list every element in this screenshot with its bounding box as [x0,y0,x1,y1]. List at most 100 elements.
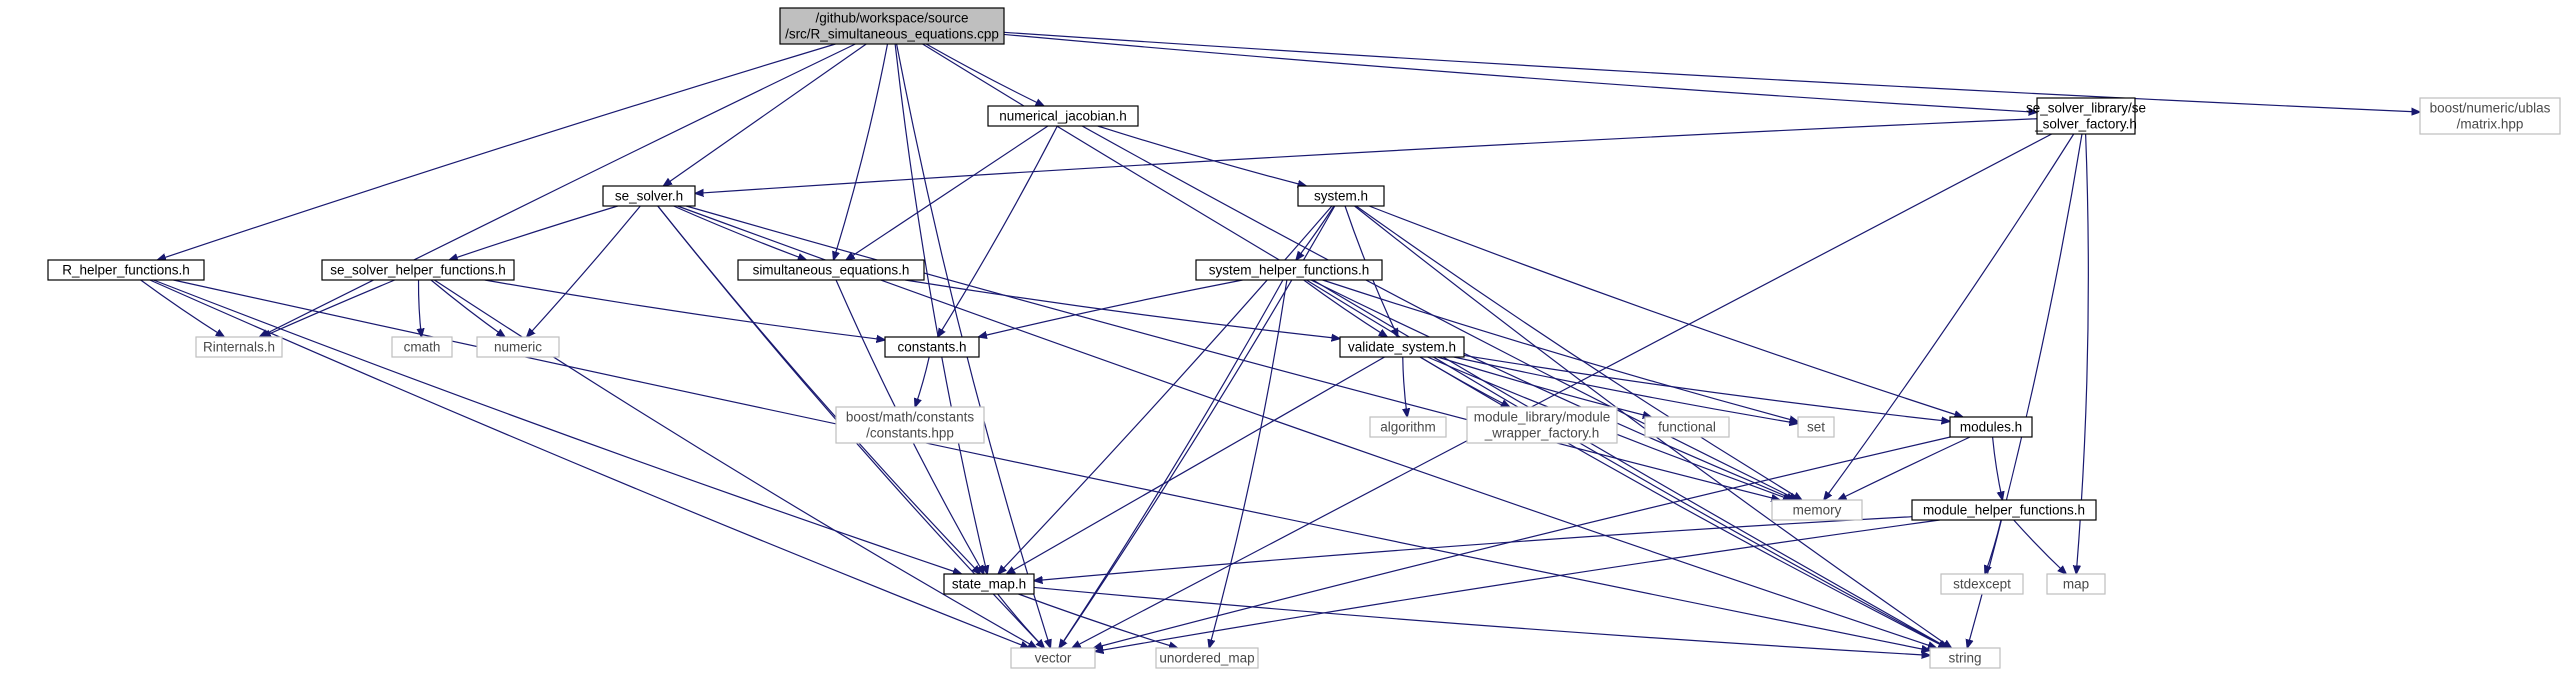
edge-state_map-to-string [1033,586,1930,655]
node-string[interactable]: string [1929,647,2001,669]
node-layer: /github/workspace/source/src/R_simultane… [47,7,2561,669]
node-box [1369,416,1447,438]
node-box [2036,97,2136,135]
edge-se_solver_helper_functions-to-Rinternals [262,279,395,337]
edge-validate_system-to-modules [1463,354,1950,421]
node-label: boost/math/constants [846,410,975,425]
node-box [391,336,453,358]
node-box [1644,416,1730,438]
node-ublas-matrix[interactable]: boost/numeric/ublas/matrix.hpp [2419,97,2561,135]
node-box [1949,416,2033,438]
node-label: system.h [1314,189,1368,204]
edge-root-to-Rinternals [259,43,856,337]
node-label: map [2063,577,2089,592]
node-numeric[interactable]: numeric [476,336,560,358]
node-map[interactable]: map [2046,573,2106,595]
node-label: se_solver.h [615,189,683,204]
edge-system_helper_functions-to-set [1322,279,1798,422]
node-system[interactable]: system.h [1297,185,1385,207]
edge-numerical_jacobian-to-simultaneous_equations [846,125,1049,260]
node-box [1297,185,1385,207]
node-box [476,336,560,358]
node-box [1339,336,1465,358]
edge-se_solver-to-se_solver_helper_functions [449,205,618,260]
edge-se_solver-to-memory [686,205,1780,500]
node-Rinternals[interactable]: Rinternals.h [195,336,283,358]
edge-system-to-modules [1368,205,1963,417]
edge-system_helper_functions-to-vector [1059,279,1284,648]
node-box [737,259,925,281]
edge-system-to-system_helper_functions [1296,205,1335,260]
node-root[interactable]: /github/workspace/source/src/R_simultane… [779,7,1005,45]
node-box [321,259,515,281]
edge-root-to-simultaneous_equations [834,43,889,260]
node-R-helper-functions[interactable]: R_helper_functions.h [47,259,205,281]
edge-state_map-to-vector [997,593,1045,648]
node-memory[interactable]: memory [1771,499,1863,521]
edge-R_helper_functions-to-Rinternals [140,279,225,337]
edge-R_helper_functions-to-state_map [153,279,961,574]
edge-se_solver_factory-to-memory [1824,133,2075,500]
node-label: system_helper_functions.h [1209,263,1370,278]
edge-system_helper_functions-to-constants [978,279,1243,337]
node-label: _solver_factory.h [2034,117,2137,132]
node-simultaneous-equations[interactable]: simultaneous_equations.h [737,259,925,281]
node-set[interactable]: set [1797,416,1835,438]
node-box [1929,647,2001,669]
node-validate-system[interactable]: validate_system.h [1339,336,1465,358]
edge-state_map-to-unordered_map [1018,593,1177,648]
node-label: numerical_jacobian.h [999,109,1127,124]
edge-root-to-numerical_jacobian [925,43,1044,106]
node-module-helper-functions[interactable]: module_helper_functions.h [1911,499,2097,521]
node-label: /constants.hpp [866,426,954,441]
edge-R_helper_functions-to-vector [149,279,1029,648]
node-label: /matrix.hpp [2457,117,2524,132]
node-algorithm[interactable]: algorithm [1369,416,1447,438]
node-label: state_map.h [952,577,1026,592]
edge-module_helper_functions-to-stdexcept [1985,519,2002,574]
node-label: set [1807,420,1825,435]
node-label: functional [1658,420,1716,435]
edge-modules-to-vector [1094,436,1951,648]
node-functional[interactable]: functional [1644,416,1730,438]
node-box [195,336,283,358]
node-box [2046,573,2106,595]
node-numerical-jacobian[interactable]: numerical_jacobian.h [987,105,1139,127]
node-stdexcept[interactable]: stdexcept [1940,573,2024,595]
edge-se_solver_helper_functions-to-cmath [419,279,422,337]
node-label: module_helper_functions.h [1923,503,2085,518]
node-box [47,259,205,281]
node-state-map[interactable]: state_map.h [943,573,1035,595]
node-modules[interactable]: modules.h [1949,416,2033,438]
node-box [1155,647,1259,669]
node-se-solver[interactable]: se_solver.h [602,185,696,207]
node-label: boost/numeric/ublas [2430,101,2551,116]
node-label: algorithm [1380,420,1436,435]
node-se-solver-helper-functions[interactable]: se_solver_helper_functions.h [321,259,515,281]
node-boost-constants[interactable]: boost/math/constants/constants.hpp [835,406,985,444]
node-label: /src/R_simultaneous_equations.cpp [785,27,999,42]
node-vector[interactable]: vector [1010,647,1096,669]
node-constants[interactable]: constants.h [884,336,980,358]
node-box [1911,499,2097,521]
edge-se_solver_helper_functions-to-numeric [430,279,505,337]
node-cmath[interactable]: cmath [391,336,453,358]
edge-validate_system-to-functional [1437,356,1652,417]
edge-se_solver_helper_functions-to-vector [434,279,1036,648]
node-se-solver-factory[interactable]: se_solver_library/se_solver_factory.h [2026,97,2146,135]
edge-constants-to-boost_constants [915,356,930,407]
node-label: constants.h [897,340,966,355]
edge-module_helper_functions-to-state_map [1034,516,1913,581]
edge-validate_system-to-set [1453,356,1798,424]
node-box [1195,259,1383,281]
edge-module_helper_functions-to-map [2013,519,2067,574]
node-box [1940,573,2024,595]
edge-root-to-state_map [894,43,987,574]
node-unordered-map[interactable]: unordered_map [1155,647,1259,669]
edge-validate_system-to-string [1419,356,1947,648]
edge-se_solver-to-numeric [527,205,641,337]
node-box [1466,406,1618,444]
node-system-helper-functions[interactable]: system_helper_functions.h [1195,259,1383,281]
edge-system_helper_functions-to-unordered_map [1209,279,1288,648]
node-module-wrapper-factory[interactable]: module_library/module_wrapper_factory.h [1466,406,1618,444]
